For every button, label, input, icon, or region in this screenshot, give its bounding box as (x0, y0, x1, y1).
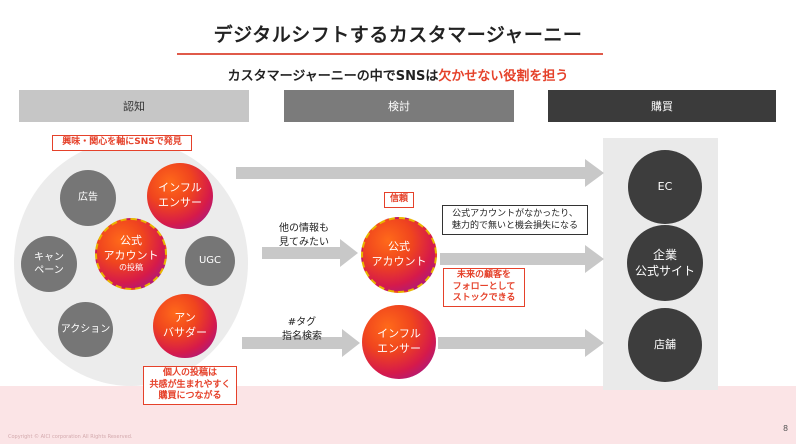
phase-awareness: 認知 (19, 90, 249, 122)
arrow-influencer-to-store (438, 329, 604, 357)
trust-label: 信頼 (384, 192, 414, 208)
consideration-influencer: インフル エンサー (362, 305, 436, 379)
route-hashtag-label: #タグ 指名検索 (282, 317, 322, 342)
follower-stock-note: 未来の顧客を フォローとして ストックできる (443, 268, 525, 308)
node-influencer: インフル エンサー (147, 163, 213, 229)
arrow-to-official (262, 239, 358, 267)
page-subtitle: カスタマージャーニーの中でSNSは欠かせない役割を担う (0, 65, 796, 84)
footer-band (0, 386, 796, 444)
purchase-ec: EC (628, 150, 702, 224)
official-post-sublabel: の投稿 (119, 263, 143, 273)
title-underline (177, 53, 603, 55)
node-action: アクション (58, 302, 113, 357)
node-official-post: 公式 アカウント の投稿 (95, 218, 167, 290)
node-ambassador: アン バサダー (153, 294, 217, 358)
consideration-official-account: 公式 アカウント (361, 217, 437, 293)
subtitle-part1: カスタマージャーニーの中でSNSは (227, 69, 439, 84)
node-campaign: キャン ペーン (21, 236, 77, 292)
route-other-info-label: 他の情報も 見てみたい (279, 223, 329, 248)
arrow-to-influencer (242, 329, 360, 357)
node-ad: 広告 (60, 170, 116, 226)
purchase-corporate-site: 企業 公式サイト (627, 225, 703, 301)
arrow-to-ec (236, 159, 604, 187)
subtitle-highlight: 欠かせない役割を担う (438, 69, 569, 84)
purchase-store: 店舗 (628, 308, 702, 382)
copyright: Copyright © AICI corporation All Rights … (8, 434, 133, 440)
page-title: デジタルシフトするカスタマージャーニー (213, 24, 583, 46)
personal-post-note: 個人の投稿は 共感が生まれやすく 購買につながる (143, 366, 237, 406)
awareness-label: 興味・関心を軸にSNSで発見 (52, 135, 192, 151)
missed-opportunity-note: 公式アカウントがなかったり、 魅力的で無いと機会損失になる (442, 205, 588, 236)
arrow-official-to-site (440, 245, 604, 273)
phase-consideration: 検討 (284, 90, 514, 122)
page-number: 8 (783, 424, 789, 433)
phase-purchase: 購買 (548, 90, 776, 122)
official-post-label: 公式 アカウント (103, 233, 159, 262)
node-ugc: UGC (185, 236, 235, 286)
